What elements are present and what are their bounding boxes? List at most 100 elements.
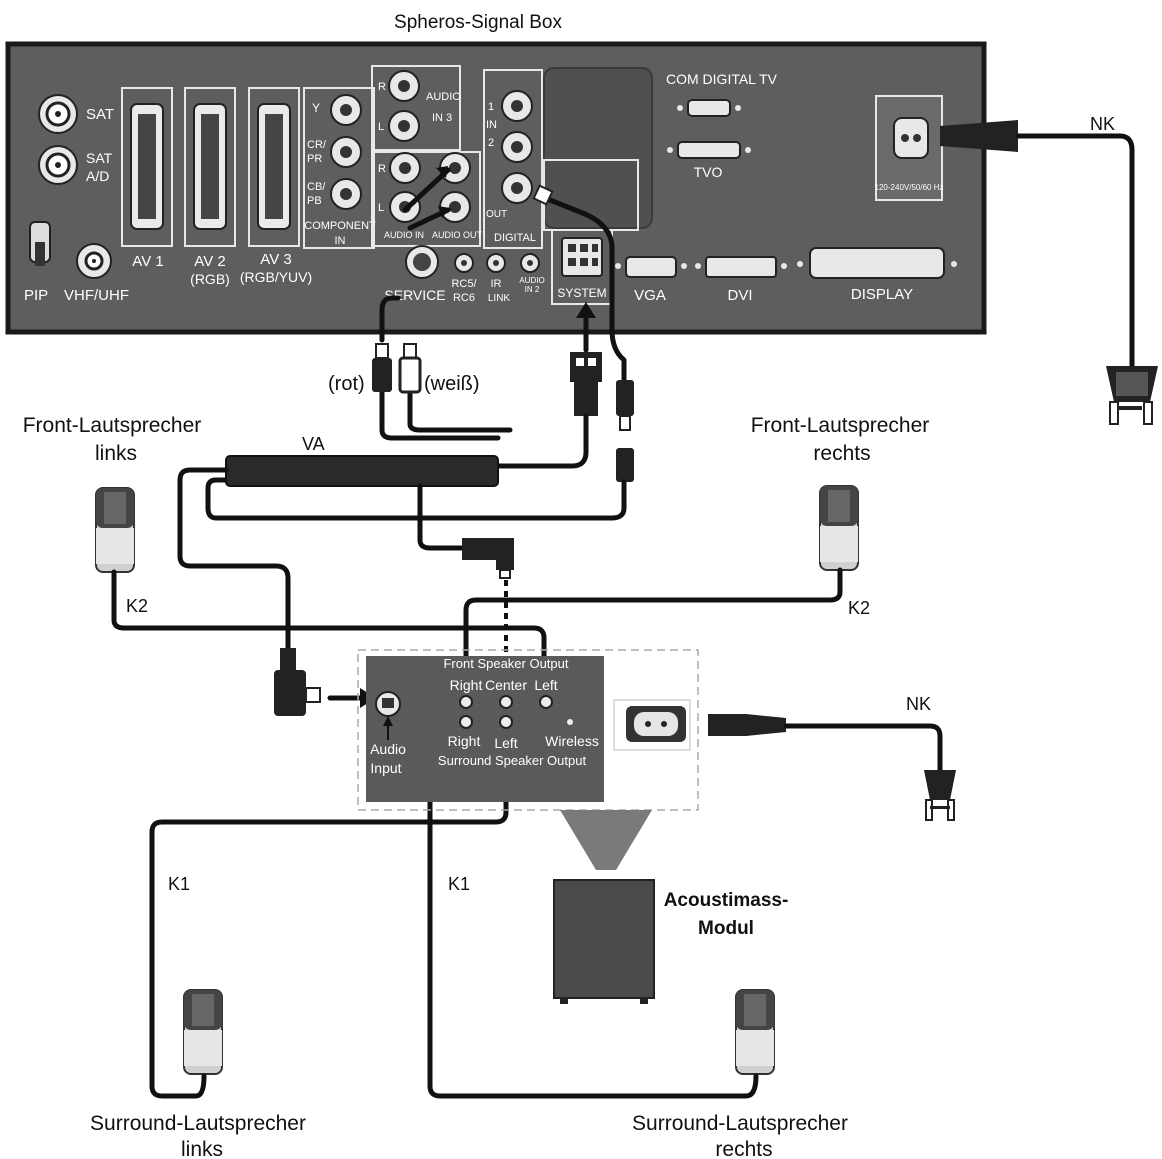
k2-right-label: K2: [848, 598, 870, 618]
weiss-label: (weiß): [424, 373, 480, 395]
vga-connector: [615, 256, 687, 278]
audio-in-r-label: R: [378, 163, 386, 175]
front-speaker-output-label: Front Speaker Output: [443, 656, 568, 671]
nk-top-label: NK: [1090, 114, 1115, 134]
sat-ad-label-1: SAT: [86, 150, 113, 166]
component-cr-label-1: CR/: [307, 139, 327, 151]
sat-ad-label-2: A/D: [86, 168, 109, 184]
power-cable-bottom: [708, 714, 956, 821]
component-label-2: IN: [335, 235, 346, 247]
rc5-label-1: RC5/: [451, 278, 477, 290]
rot-label: (rot): [328, 373, 365, 395]
audio-in-label: AUDIO IN: [384, 230, 424, 240]
k2-right-cable: [463, 567, 843, 703]
surround-right-label-2: rechts: [715, 1138, 772, 1159]
audio-in2-label-2: IN 2: [525, 285, 540, 294]
front-right-speaker-icon: [819, 485, 859, 571]
component-cb-label-1: CB/: [307, 181, 326, 193]
digital-coax-cable: [537, 193, 627, 383]
front-left-speaker-icon: [95, 487, 135, 573]
audio-cable-red: [379, 295, 501, 441]
coax-plug-digital-icon: [532, 184, 554, 206]
digital-out-label: OUT: [486, 209, 507, 220]
ir-label-2: LINK: [488, 293, 511, 304]
panel-wireless-label: Wireless: [545, 733, 599, 749]
surround-speaker-output-label: Surround Speaker Output: [438, 753, 587, 768]
audio-in3-r-jack: [388, 70, 420, 102]
component-cb-label-2: PB: [307, 195, 322, 207]
audio-in3-r-label: R: [378, 81, 386, 93]
module-power-inlet: [626, 706, 686, 742]
vga-label: VGA: [634, 287, 666, 304]
k2-left-cable: [111, 569, 547, 703]
audio-in3-label-2: IN 3: [432, 112, 452, 124]
rc5-rc6-connector: [454, 253, 474, 273]
surround-left-label-1: Surround-Lautsprecher: [90, 1112, 306, 1135]
av2-label: AV 2: [194, 253, 225, 270]
component-cr-jack: [330, 136, 362, 168]
vhf-uhf-connector: [76, 243, 112, 279]
audio-in3-group: [371, 65, 461, 151]
surround-right-jack: [459, 715, 473, 729]
component-cb-jack: [330, 178, 362, 210]
panel-left-label: Left: [534, 677, 557, 693]
vhf-uhf-label: VHF/UHF: [64, 287, 129, 304]
audio-in3-label-1: AUDIO: [426, 91, 461, 103]
audio-input-label-1: Audio: [370, 741, 406, 757]
rca-plug-white-icon: [398, 343, 422, 394]
plug-top-icon: [1106, 337, 1158, 425]
tvo-label: TVO: [694, 164, 723, 180]
service-connector: [405, 245, 439, 279]
dvi-connector: [695, 256, 787, 278]
surround-right-speaker-icon: [735, 989, 775, 1075]
audio-arrow-red: [402, 167, 451, 213]
com-digital-tv-connector: [677, 99, 741, 117]
wireless-led: [567, 719, 573, 725]
audio-in-l-label: L: [378, 202, 384, 214]
audio-input-plug-icon: [274, 648, 321, 716]
audio-in3-l-jack: [388, 110, 420, 142]
av3-label: AV 3: [260, 251, 291, 268]
panel-left2-label: Left: [494, 735, 517, 751]
audio-input-label-2: Input: [370, 760, 401, 776]
ir-label-1: IR: [491, 278, 502, 290]
va-to-audio-input-cable: [177, 467, 291, 653]
front-right-label-1: Front-Lautsprecher: [751, 414, 930, 437]
sat-connector: [38, 94, 78, 134]
acoustimass-module-icon: [553, 879, 655, 1004]
av2-scart-connector: [184, 87, 236, 247]
front-right-label-2: rechts: [813, 442, 870, 465]
audio-in-r-jack: [389, 152, 421, 184]
va-to-center-cable: [417, 483, 473, 551]
av3-scart-connector: [248, 87, 300, 247]
av2-sub-label: (RGB): [190, 271, 230, 287]
module-label-2: Modul: [698, 918, 754, 939]
system-plug-icon: [570, 352, 602, 416]
power-cable-top: [940, 120, 1158, 425]
power-inlet: [875, 95, 943, 201]
digital-out-jack: [501, 172, 533, 204]
arrowhead-red: [436, 166, 448, 178]
va-label: VA: [302, 434, 325, 454]
surround-left-jack: [499, 715, 513, 729]
audio-input-jack: [375, 691, 401, 740]
system-cable: [493, 413, 589, 469]
arrowhead-white: [438, 206, 450, 218]
audio-out-r-jack: [439, 152, 471, 184]
tvo-connector: [667, 141, 751, 159]
component-y-jack: [330, 94, 362, 126]
av3-sub-label: (RGB/YUV): [240, 269, 312, 285]
com-digital-tv-label: COM DIGITAL TV: [666, 71, 778, 87]
k1-left-label: K1: [168, 874, 190, 894]
audio-in2-connector: [520, 253, 540, 273]
k2-left-label: K2: [126, 596, 148, 616]
surround-right-label-1: Surround-Lautsprecher: [632, 1112, 848, 1135]
component-cr-label-2: PR: [307, 153, 322, 165]
module-label-1: Acoustimass-: [664, 890, 789, 911]
digital-in1-label: 1: [488, 101, 494, 113]
sat-label: SAT: [86, 106, 114, 123]
k1-right-label: K1: [448, 874, 470, 894]
audio-in3-l-label: L: [378, 121, 384, 133]
va-adapter: [225, 455, 499, 487]
display-connector: [797, 247, 957, 279]
